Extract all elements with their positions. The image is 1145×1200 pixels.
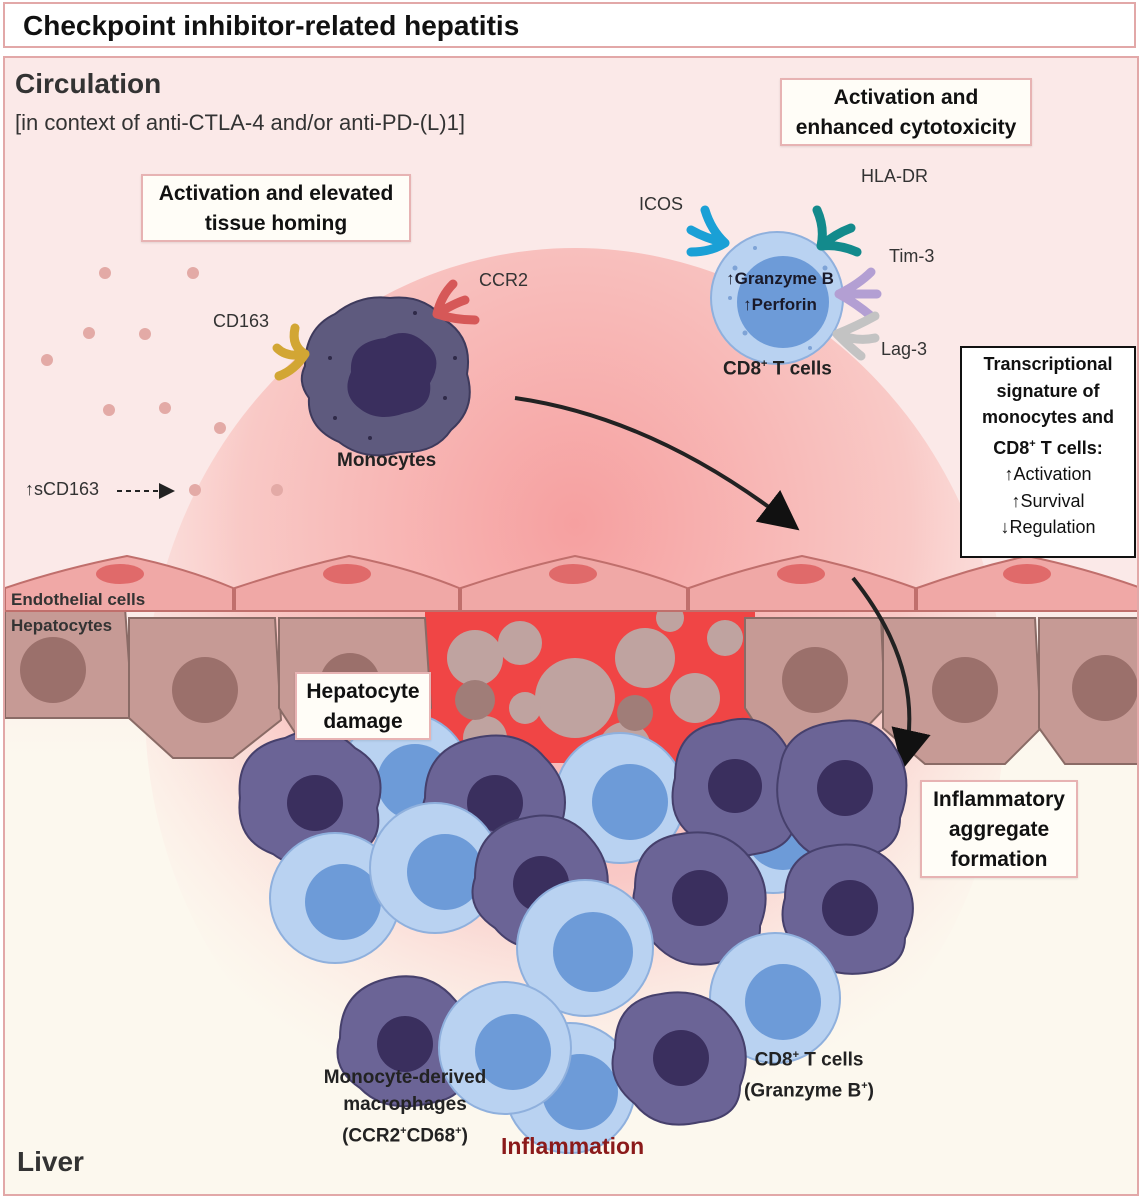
- signature-item: ↑Activation: [1004, 464, 1092, 484]
- hepatocyte: [128, 617, 283, 759]
- box-aggregate-line: formation: [950, 848, 1048, 871]
- t-cells-cd8: CD8: [723, 358, 762, 380]
- signature-sup: +: [1029, 437, 1036, 450]
- title-box: Checkpoint inhibitor-related hepatitis: [3, 2, 1136, 48]
- macrophage-marker-part: ): [461, 1125, 468, 1147]
- box-tissue-homing: Activation and elevated tissue homing: [141, 174, 411, 242]
- box-aggregate-formation: Inflammatory aggregate formation: [920, 780, 1078, 878]
- page-title: Checkpoint inhibitor-related hepatitis: [23, 10, 520, 41]
- hepatocyte: [1038, 617, 1137, 765]
- illustration: [5, 205, 1137, 1168]
- endothelium: [5, 554, 1137, 612]
- box-aggregate-line: Inflammatory: [933, 788, 1065, 811]
- t-cell-effectors: ↑Granzyme B ↑Perforin: [705, 266, 855, 318]
- cd8-granzyme-label: CD8+ T cells (Granzyme B+): [729, 1042, 889, 1105]
- aggregate-macrophage: [781, 843, 914, 975]
- granzyme-label: ↑Granzyme B: [726, 269, 834, 288]
- signature-title-line: CD8+ T cells:: [962, 431, 1134, 462]
- aggregate-macrophage: [776, 719, 908, 861]
- granzyme-part: ): [867, 1080, 874, 1102]
- macrophage-label: Monocyte-derived macrophages (CCR2+CD68+…: [305, 1064, 505, 1149]
- box-cytotoxicity-line: Activation and: [833, 86, 979, 109]
- circulation-context: [in context of anti-CTLA-4 and/or anti-P…: [15, 110, 465, 135]
- perforin-label: ↑Perforin: [743, 295, 817, 314]
- macrophage-label-line: macrophages: [343, 1094, 467, 1115]
- signature-box: Transcriptional signature of monocytes a…: [960, 346, 1136, 558]
- signature-item: ↑Survival: [1011, 490, 1085, 511]
- box-hepatocyte-damage-line: Hepatocyte: [306, 680, 420, 703]
- cd8-label-part: CD8: [754, 1049, 793, 1071]
- aggregate-macrophage: [611, 991, 747, 1126]
- liver-heading: Liver: [17, 1146, 84, 1177]
- cd8-label: CD8+ T cells: [729, 1042, 889, 1073]
- signature-tcells: T cells:: [1035, 437, 1103, 458]
- signature-title-line: signature of: [996, 380, 1100, 401]
- macrophage-marker-sup: +: [400, 1125, 407, 1137]
- scd163-particles: [41, 267, 283, 496]
- aggregate-t-cell: [554, 732, 686, 864]
- macrophage-marker-part: (CCR2: [342, 1125, 401, 1147]
- signature-cd8: CD8: [993, 437, 1030, 458]
- aggregate-t-cell: [516, 879, 654, 1017]
- hepatocyte: [5, 607, 135, 719]
- aggregate-macrophage: [632, 831, 767, 966]
- inflammatory-aggregate: [238, 712, 914, 1154]
- aggregate-t-cell: [369, 802, 501, 934]
- t-cells-rest: T cells: [767, 358, 832, 380]
- granzyme-part: (Granzyme B: [744, 1080, 862, 1102]
- box-cytotoxicity: Activation and enhanced cytotoxicity: [780, 78, 1032, 146]
- signature-item: ↓Regulation: [1000, 517, 1096, 537]
- aggregate-t-cell: [269, 832, 401, 964]
- box-hepatocyte-damage: Hepatocyte damage: [295, 672, 431, 740]
- circulation-heading: Circulation: [15, 68, 162, 99]
- monocytes-label: Monocytes: [337, 450, 437, 471]
- diagram-panel: Circulation [in context of anti-CTLA-4 a…: [3, 56, 1139, 1196]
- aggregate-t-cell: [709, 932, 841, 1064]
- box-aggregate-line: aggregate: [948, 818, 1050, 841]
- cd8-label-part: T cells: [799, 1049, 864, 1071]
- lag3-label: Lag-3: [881, 339, 928, 359]
- circulating-t-cell: [686, 205, 882, 365]
- box-cytotoxicity-line: enhanced cytotoxicity: [795, 116, 1017, 139]
- macrophage-marker-sup: +: [455, 1125, 462, 1137]
- circulating-monocyte: [272, 279, 480, 457]
- cd8-label-sup: +: [792, 1049, 800, 1061]
- tim3-label: Tim-3: [889, 246, 935, 266]
- box-tissue-homing-line: Activation and elevated: [158, 182, 394, 205]
- scd163-label: ↑sCD163: [25, 479, 100, 499]
- macrophage-marker: (CCR2+CD68+): [305, 1118, 505, 1149]
- hla-dr-label: HLA-DR: [861, 166, 929, 186]
- box-hepatocyte-damage-line: damage: [323, 710, 403, 733]
- granzyme-marker: (Granzyme B+): [729, 1073, 889, 1104]
- signature-title-line: monocytes and: [981, 407, 1115, 427]
- cd163-label: CD163: [213, 311, 270, 331]
- ccr2-label: CCR2: [479, 270, 529, 290]
- inflammation-label: Inflammation: [501, 1133, 645, 1159]
- signature-title-line: Transcriptional: [983, 354, 1113, 374]
- aggregate-macrophage: [238, 729, 382, 868]
- granzyme-sup: +: [861, 1080, 868, 1093]
- extravasation-arrow: [851, 576, 931, 770]
- macrophage-marker-part: CD68: [406, 1125, 456, 1147]
- endothelial-label: Endothelial cells: [11, 590, 146, 609]
- aggregate-t-cell: [438, 981, 572, 1115]
- t-cells-label: CD8+ T cells: [723, 358, 832, 380]
- macrophage-label-line: Monocyte-derived: [323, 1067, 487, 1088]
- migration-arrow: [514, 396, 800, 531]
- hepatocytes-label: Hepatocytes: [11, 616, 113, 635]
- t-cells-sup: +: [761, 358, 768, 370]
- aggregate-macrophage: [336, 975, 474, 1108]
- icos-label: ICOS: [639, 194, 684, 214]
- box-tissue-homing-line: tissue homing: [204, 212, 348, 235]
